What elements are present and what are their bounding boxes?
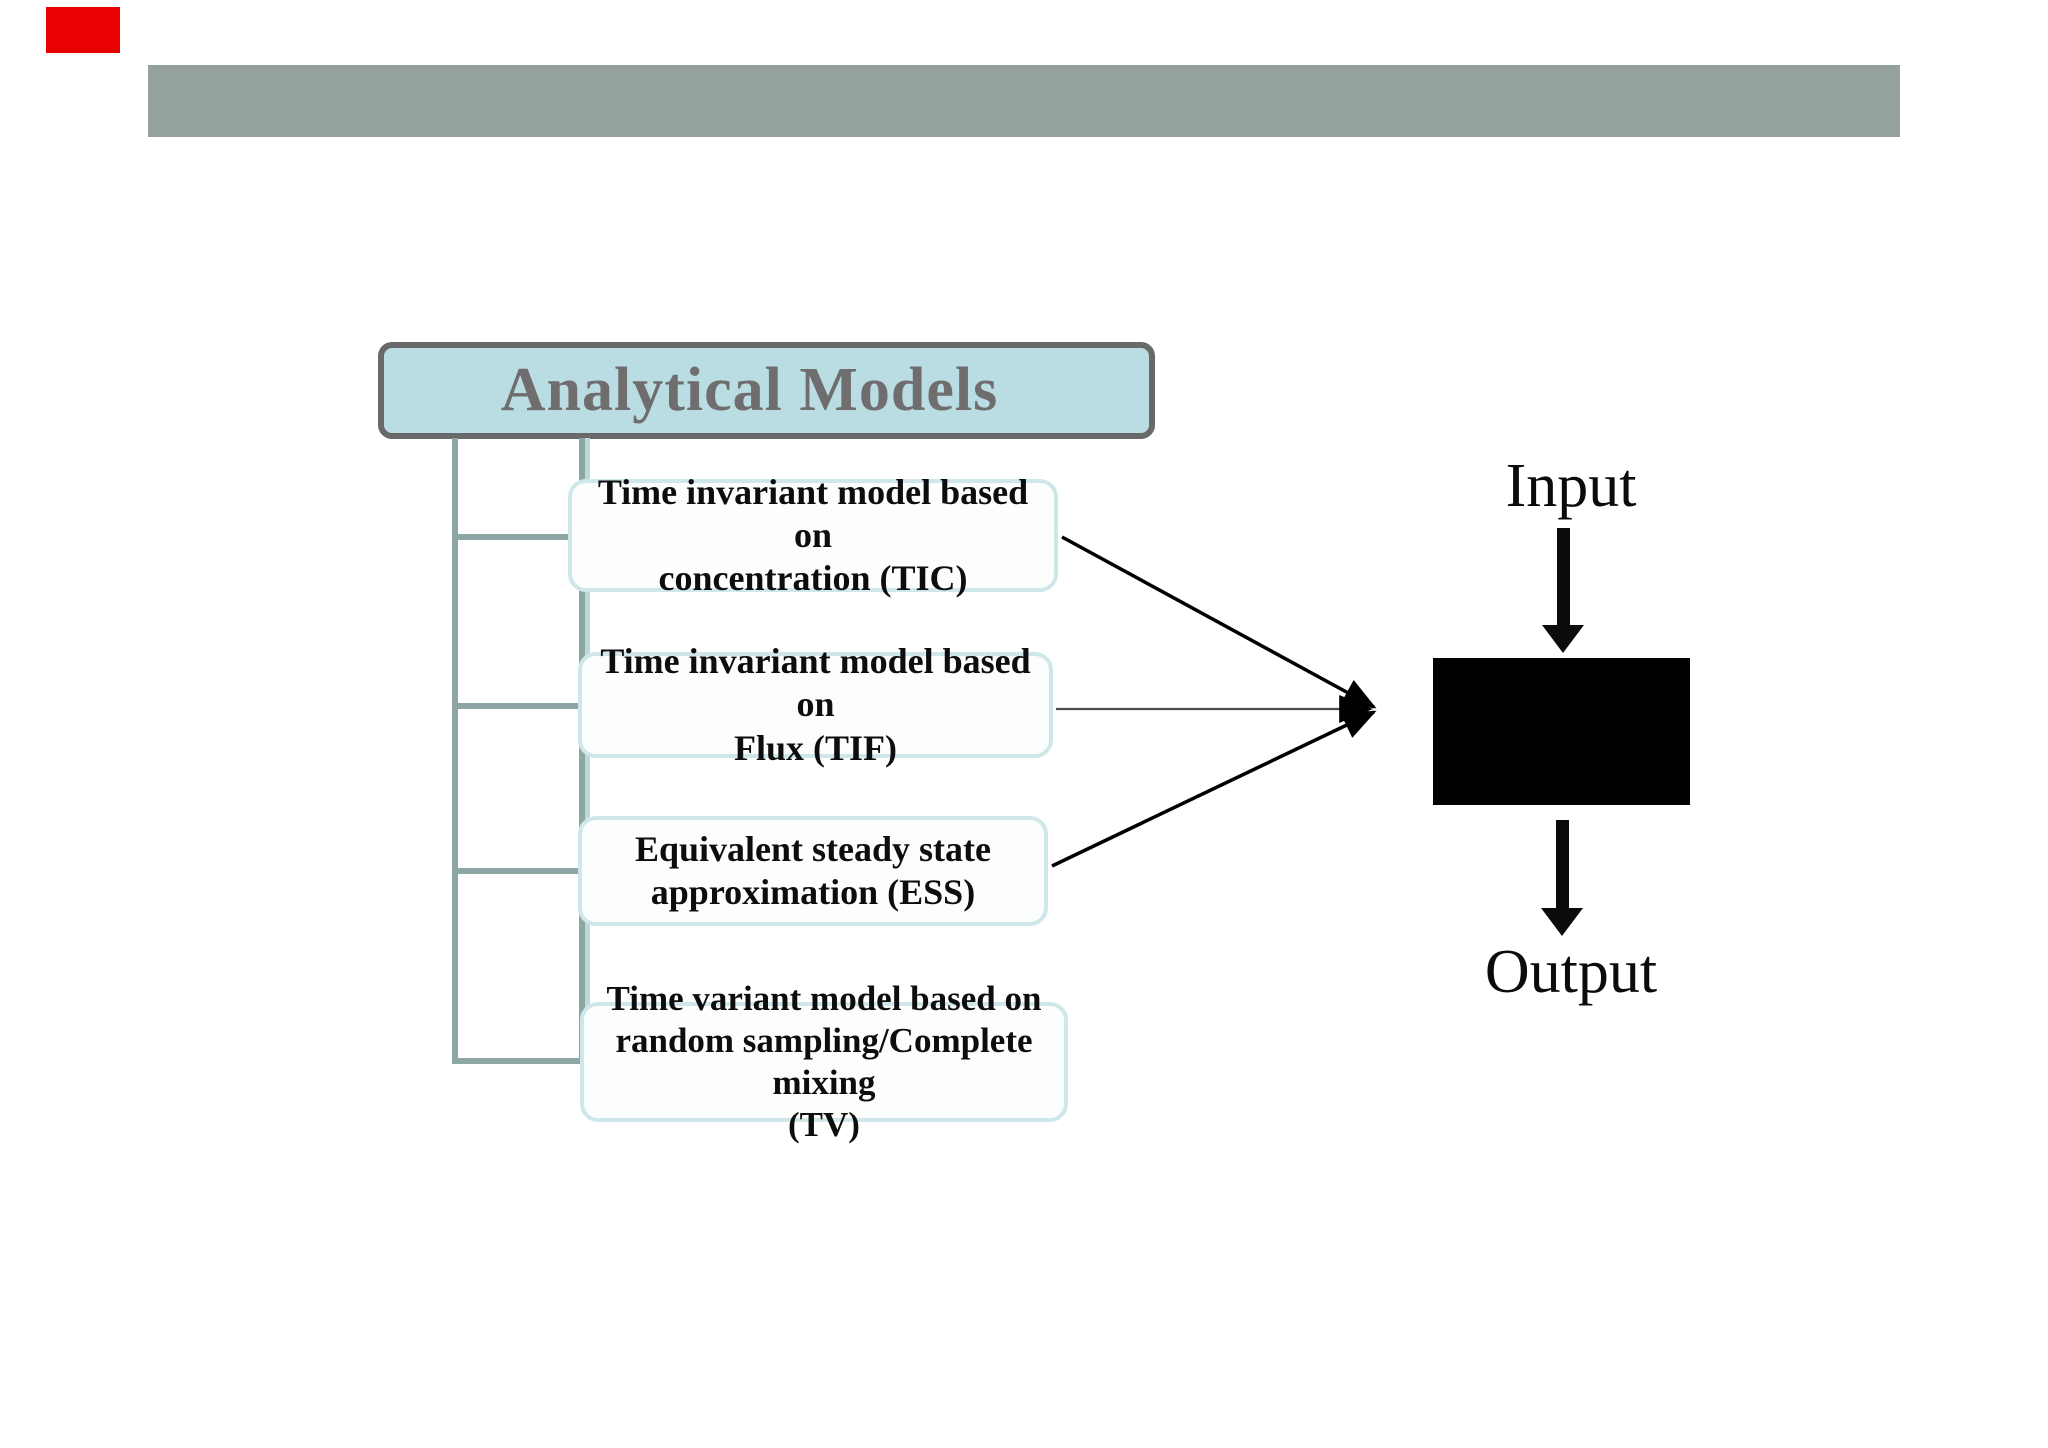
output-arrow	[1556, 820, 1569, 912]
input-arrow	[1557, 528, 1570, 626]
input-arrowhead-icon	[1542, 625, 1584, 653]
red-rectangle	[46, 7, 120, 53]
node-tv-label: Time variant model based on random sampl…	[606, 979, 1042, 1144]
model-black-box	[1433, 658, 1690, 805]
node-tif-label: Time invariant model based on Flux (TIF)	[600, 641, 1031, 768]
connector-rung-tic	[452, 534, 586, 540]
arrow-tic-to-model	[1061, 535, 1377, 709]
node-ess: Equivalent steady state approximation (E…	[578, 816, 1048, 926]
node-tif: Time invariant model based on Flux (TIF)	[578, 641, 1053, 768]
connector-rung-tif	[452, 703, 586, 709]
header-bar	[148, 65, 1900, 137]
connector-rung-ess	[452, 868, 586, 874]
title-box-analytical-models: Analytical Models	[378, 342, 1155, 439]
node-tic-label: Time invariant model based on concentrat…	[597, 471, 1029, 599]
node-ess-label: Equivalent steady state approximation (E…	[634, 828, 991, 912]
output-label: Output	[1484, 938, 1658, 1006]
output-arrowhead-icon	[1541, 908, 1583, 936]
connector-left-rail	[452, 438, 458, 1064]
node-tic: Time invariant model based on concentrat…	[568, 472, 1058, 598]
arrow-ess-to-model	[1051, 710, 1377, 868]
connector-rung-tv	[452, 1058, 586, 1064]
input-label: Input	[1505, 452, 1637, 520]
title-text: Analytical Models	[500, 356, 999, 424]
node-tv: Time variant model based on random sampl…	[580, 979, 1068, 1144]
